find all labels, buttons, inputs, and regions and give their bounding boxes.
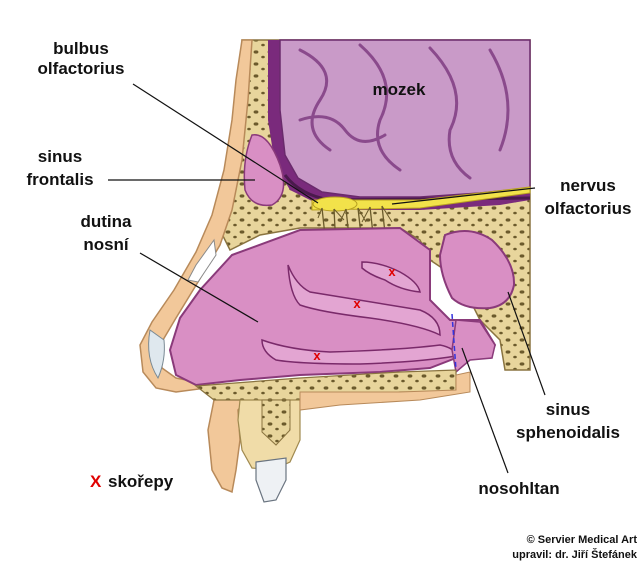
label-nervus-line2: olfactorius <box>545 199 632 218</box>
label-sinus-frontalis-line1: sinus <box>38 147 82 166</box>
legend-text: skořepy <box>108 472 174 491</box>
label-sinus-sphenoidalis-line2: sphenoidalis <box>516 423 620 442</box>
concha-marker-upper: x <box>388 264 396 279</box>
legend-marker: X <box>90 472 102 491</box>
brain-gyri <box>298 43 510 180</box>
label-dutina-line2: nosní <box>83 235 130 254</box>
olfactory-nerve <box>311 186 531 211</box>
olfactory-bulb <box>312 196 358 212</box>
label-mozek: mozek <box>373 80 426 99</box>
frontal-sinus <box>243 134 285 207</box>
sphenoid-sinus <box>438 230 516 310</box>
choanae-dashed-line <box>451 313 457 371</box>
label-bulbus-line2: olfactorius <box>38 59 125 78</box>
concha-marker-middle: x <box>353 296 361 311</box>
label-sinus-sphenoidalis-line1: sinus <box>546 400 590 419</box>
credit-line2: upravil: dr. Jiří Štefánek <box>512 548 638 561</box>
label-nervus-line1: nervus <box>560 176 616 195</box>
face-profile <box>139 39 253 494</box>
brain-tissue <box>279 39 531 198</box>
upper-concha <box>361 261 421 293</box>
label-bulbus-line1: bulbus <box>53 39 109 58</box>
soft-tissue <box>299 371 471 411</box>
nasal-cavity <box>168 226 497 387</box>
middle-concha <box>287 264 441 337</box>
label-nosohltan: nosohltan <box>478 479 559 498</box>
incisor-tooth <box>255 457 287 503</box>
label-dutina-line1: dutina <box>81 212 133 231</box>
credit-line1: © Servier Medical Art <box>527 534 638 546</box>
leader-lines <box>108 83 546 474</box>
concha-marker-lower: x <box>313 348 321 363</box>
label-sinus-frontalis-line2: frontalis <box>26 170 93 189</box>
nasopharynx <box>451 319 496 374</box>
palate-and-jaw <box>194 369 471 503</box>
